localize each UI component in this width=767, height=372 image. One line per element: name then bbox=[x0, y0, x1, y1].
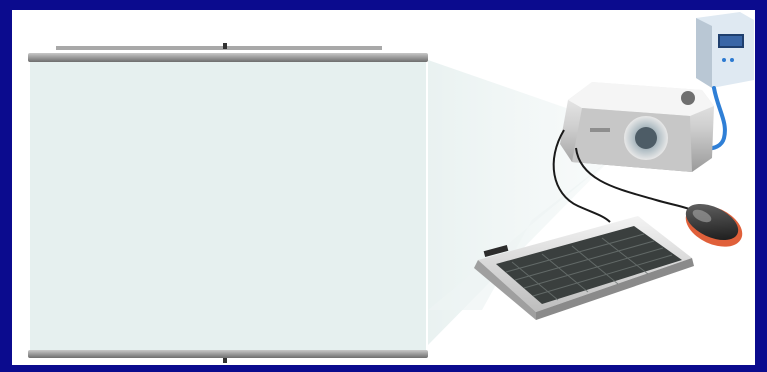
screen-bottom-rail bbox=[28, 350, 428, 358]
projector-icon bbox=[560, 82, 714, 172]
screen-bottom-clip bbox=[223, 358, 227, 363]
illustration-canvas bbox=[12, 10, 755, 365]
screen-surface bbox=[30, 62, 426, 350]
mouse-icon bbox=[679, 197, 749, 255]
projector-setup-illustration bbox=[12, 10, 755, 365]
network-box-icon bbox=[696, 12, 754, 88]
screen-top-rail bbox=[28, 53, 428, 62]
projection-screen bbox=[28, 43, 428, 363]
screen-top-bar bbox=[56, 46, 382, 50]
screen-top-clip bbox=[223, 43, 227, 49]
